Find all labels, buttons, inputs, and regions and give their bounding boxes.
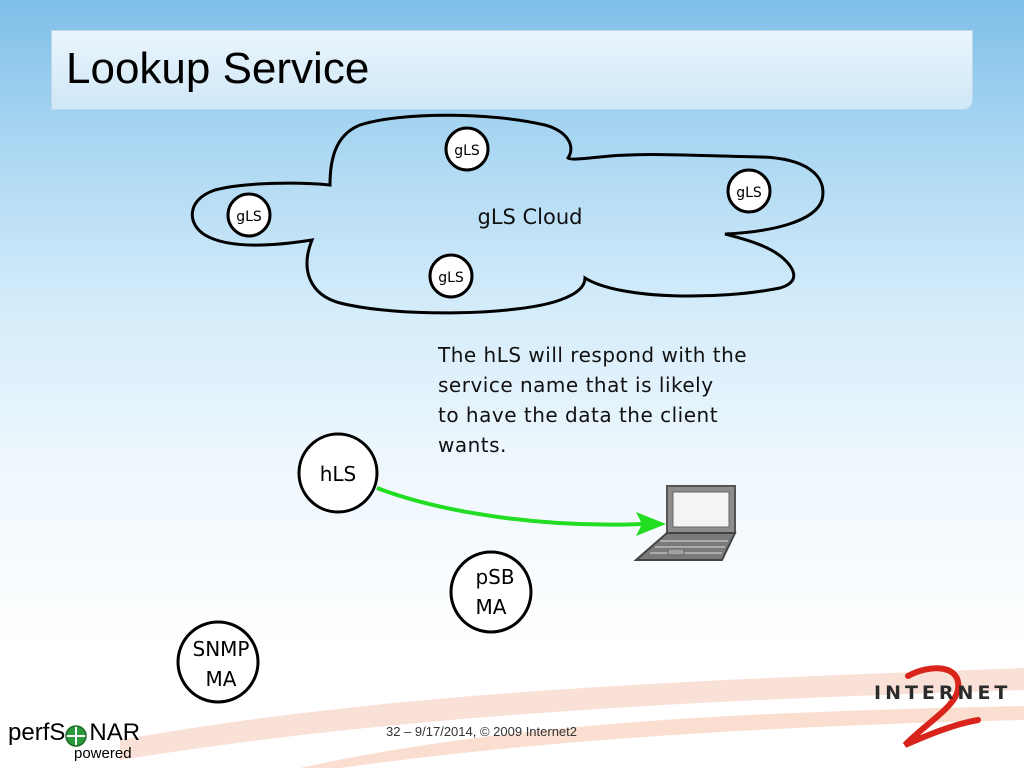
psb-ma-node: pSB MA [449,550,533,634]
laptop-icon [633,485,737,561]
title-banner [51,30,973,110]
gls-node-label: gLS [736,185,762,201]
cloud-label: gLS Cloud [477,205,582,229]
internet2-wordmark: INTERNET [874,682,1012,704]
slide-title: Lookup Service [66,44,370,93]
gls-node-right: gLS [726,168,772,214]
perfsonar-wordmark-b: NAR [89,719,141,746]
gls-node-left: gLS [226,192,272,238]
perfsonar-powered: powered [74,745,132,762]
hls-node: hLS [297,432,379,514]
gls-node-label: gLS [438,270,464,286]
gls-node-top: gLS [444,126,490,172]
perfsonar-wordmark: perfS NAR [8,720,140,746]
perfsonar-wordmark-a: perfS [8,719,66,746]
snmp-label-line1: SNMP [193,637,250,661]
response-arrow [376,486,643,527]
gls-node-label: gLS [236,209,262,225]
gls-cloud-shape [190,113,825,315]
snmp-ma-node: SNMP MA [176,620,260,704]
perfsonar-crosshair-icon [62,722,90,750]
slide-footer: 32 – 9/17/2014, © 2009 Internet2 [386,724,578,739]
gls-node-bottom: gLS [428,253,474,299]
psb-label-line1: pSB [475,565,514,589]
perfsonar-logo: perfS NAR powered [8,720,140,762]
hls-label: hLS [320,462,357,486]
response-arrowhead [636,512,666,536]
note-line: wants. [438,433,507,457]
note-line: The hLS will respond with the [438,343,748,367]
decor-swoosh-2 [300,706,1024,768]
hls-response-note: The hLS will respond with the service na… [438,340,798,460]
note-line: to have the data the client [438,403,719,427]
gls-node-label: gLS [454,143,480,159]
psb-label-line2: MA [476,595,507,619]
snmp-label-line2: MA [206,667,237,691]
decor-swoosh [120,668,1024,760]
note-line: service name that is likely [438,373,714,397]
internet2-logo-mark [902,665,981,748]
